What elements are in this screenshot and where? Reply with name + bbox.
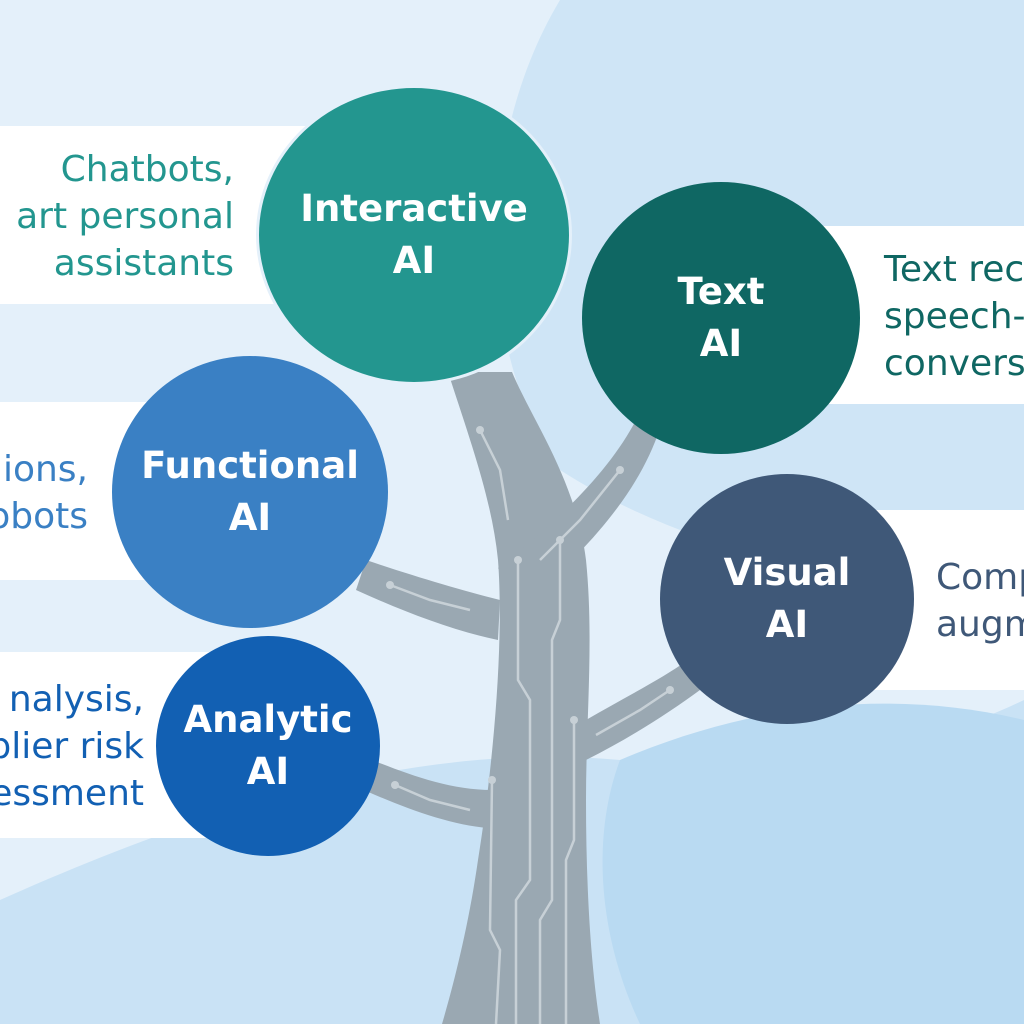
description-line: art personal — [16, 196, 234, 237]
node-analytic-ai: Analytic AI — [156, 636, 380, 856]
branch-visual-ai — [586, 660, 700, 760]
description-line: ions, — [2, 449, 88, 490]
node-label: Text — [677, 270, 765, 313]
description-interactive: Chatbots, art personal assistants — [16, 146, 234, 287]
node-label: AI — [699, 322, 743, 365]
node-label: Visual — [723, 551, 851, 594]
node-label: AI — [246, 750, 290, 793]
node-text-ai: Text AI — [582, 182, 860, 454]
description-line: convers — [884, 343, 1024, 384]
node-label: AI — [392, 239, 436, 282]
circuit-nodes — [386, 426, 674, 789]
node-visual-ai: Visual AI — [660, 474, 914, 724]
branch-analytic-ai — [364, 760, 492, 828]
node-functional-ai: Functional AI — [112, 356, 388, 628]
background-blob-bottom-right — [602, 703, 1024, 1024]
node-label: Interactive — [300, 187, 528, 230]
circuit-traces — [389, 429, 671, 1024]
node-label: Functional — [141, 444, 359, 487]
node-interactive-ai: Interactive AI — [256, 85, 572, 385]
description-line: Comp — [936, 557, 1024, 598]
description-line: Text rec — [884, 249, 1024, 290]
description-line: assistants — [53, 243, 234, 284]
description-line: speech- — [884, 296, 1024, 337]
branch-text-ai — [498, 420, 660, 600]
description-line: nalysis, — [8, 679, 144, 720]
description-text: Text rec speech- convers — [884, 246, 1024, 387]
description-line: augm — [936, 604, 1024, 645]
description-functional: ions, obots — [0, 446, 88, 540]
tree — [356, 372, 700, 1024]
description-line: plier risk — [0, 726, 144, 767]
node-label: AI — [228, 496, 272, 539]
node-label: Analytic — [183, 698, 353, 741]
node-label: AI — [765, 603, 809, 646]
description-visual: Comp augm — [936, 554, 1024, 648]
description-line: essment — [0, 773, 144, 814]
description-analytic: nalysis, plier risk essment — [0, 676, 144, 817]
description-line: obots — [0, 496, 88, 537]
description-line: Chatbots, — [60, 149, 234, 190]
